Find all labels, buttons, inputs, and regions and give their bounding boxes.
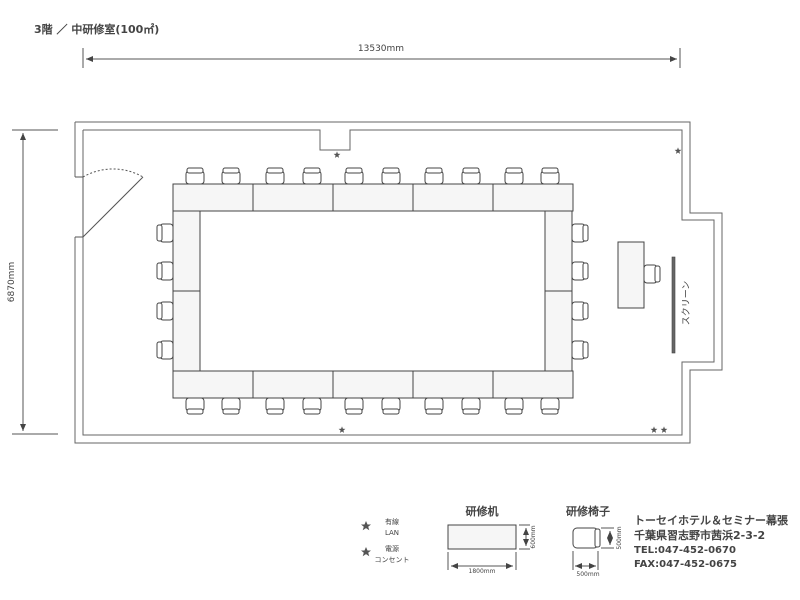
desk — [412, 183, 494, 212]
chair-back — [156, 224, 163, 242]
chair-back — [222, 167, 240, 174]
chair-back — [425, 167, 443, 174]
desk — [332, 183, 414, 212]
chair-back — [654, 265, 661, 283]
legend-lan-line2: LAN — [385, 529, 399, 537]
desk-depth-label: 600mm — [530, 525, 537, 548]
desk — [332, 370, 414, 399]
chair-back — [582, 262, 589, 280]
width-dimension: 13530mm — [82, 44, 681, 68]
desk — [544, 290, 573, 372]
hotel-fax: FAX:047-452-0675 — [634, 559, 737, 570]
chair-back — [582, 341, 589, 359]
chair-back — [382, 167, 400, 174]
hotel-name: トーセイホテル＆セミナー幕張 — [634, 513, 789, 527]
chair-back — [582, 224, 589, 242]
desk — [492, 370, 574, 399]
desk — [172, 183, 254, 212]
screen-label: スクリーン — [681, 281, 692, 326]
legend-outlet-line1: 電源 — [385, 544, 399, 553]
width-label: 13530mm — [358, 44, 404, 54]
chair-back — [156, 262, 163, 280]
page-title: 3階 ／ 中研修室(100㎡) — [34, 22, 159, 36]
chair-back — [462, 408, 480, 415]
desk — [252, 183, 334, 212]
star-icon — [361, 547, 371, 557]
chair-back — [582, 302, 589, 320]
chair-back — [186, 167, 204, 174]
legend-outlet-line2: コンセント — [375, 556, 410, 564]
desk — [544, 210, 573, 292]
chair-back — [156, 302, 163, 320]
chair-depth-label: 500mm — [616, 526, 623, 549]
star-icon — [674, 147, 682, 154]
center-opening — [199, 210, 546, 372]
star-icon — [361, 521, 371, 531]
chair-width-label: 500mm — [576, 571, 599, 578]
chair-detail: 研修椅子 500mm 500mm — [566, 504, 623, 578]
chair-back — [186, 408, 204, 415]
chair-back — [425, 408, 443, 415]
chair-back — [266, 167, 284, 174]
door — [75, 168, 144, 238]
chair-back — [382, 408, 400, 415]
desk-layout — [172, 183, 574, 399]
lectern-desk — [617, 241, 645, 309]
desk — [492, 183, 574, 212]
desk — [252, 370, 334, 399]
chair-back — [266, 408, 284, 415]
screen: スクリーン — [671, 256, 692, 354]
chair-back — [303, 408, 321, 415]
chair-back — [541, 167, 559, 174]
chair-back — [462, 167, 480, 174]
hotel-info: トーセイホテル＆セミナー幕張 千葉県習志野市茜浜2-3-2 TEL:047-45… — [634, 513, 789, 570]
height-dimension: 6870mm — [7, 129, 58, 435]
chair-back — [222, 408, 240, 415]
chair-layout — [156, 167, 661, 415]
room-walls — [74, 121, 723, 444]
chair-back — [541, 408, 559, 415]
chair-title: 研修椅子 — [566, 504, 610, 518]
star-icon — [660, 426, 668, 433]
height-label: 6870mm — [7, 262, 17, 302]
desk — [172, 210, 201, 292]
star-icon — [338, 426, 346, 433]
desk — [172, 370, 254, 399]
desk — [412, 370, 494, 399]
hotel-tel: TEL:047-452-0670 — [634, 545, 736, 556]
desk-detail: 研修机 1800mm 600mm — [447, 504, 537, 575]
chair-back — [505, 167, 523, 174]
legend: 有線 LAN 電源 コンセント — [361, 517, 410, 564]
chair-back — [345, 167, 363, 174]
star-icon — [333, 151, 341, 158]
desk-width-label: 1800mm — [469, 568, 496, 575]
chair-back — [345, 408, 363, 415]
plan-markers — [333, 147, 682, 433]
chair-back — [156, 341, 163, 359]
star-icon — [650, 426, 658, 433]
desk — [172, 290, 201, 372]
chair-back — [505, 408, 523, 415]
chair-back — [303, 167, 321, 174]
desk-title: 研修机 — [466, 504, 499, 518]
legend-lan-line1: 有線 — [385, 517, 399, 526]
hotel-address: 千葉県習志野市茜浜2-3-2 — [634, 528, 765, 542]
